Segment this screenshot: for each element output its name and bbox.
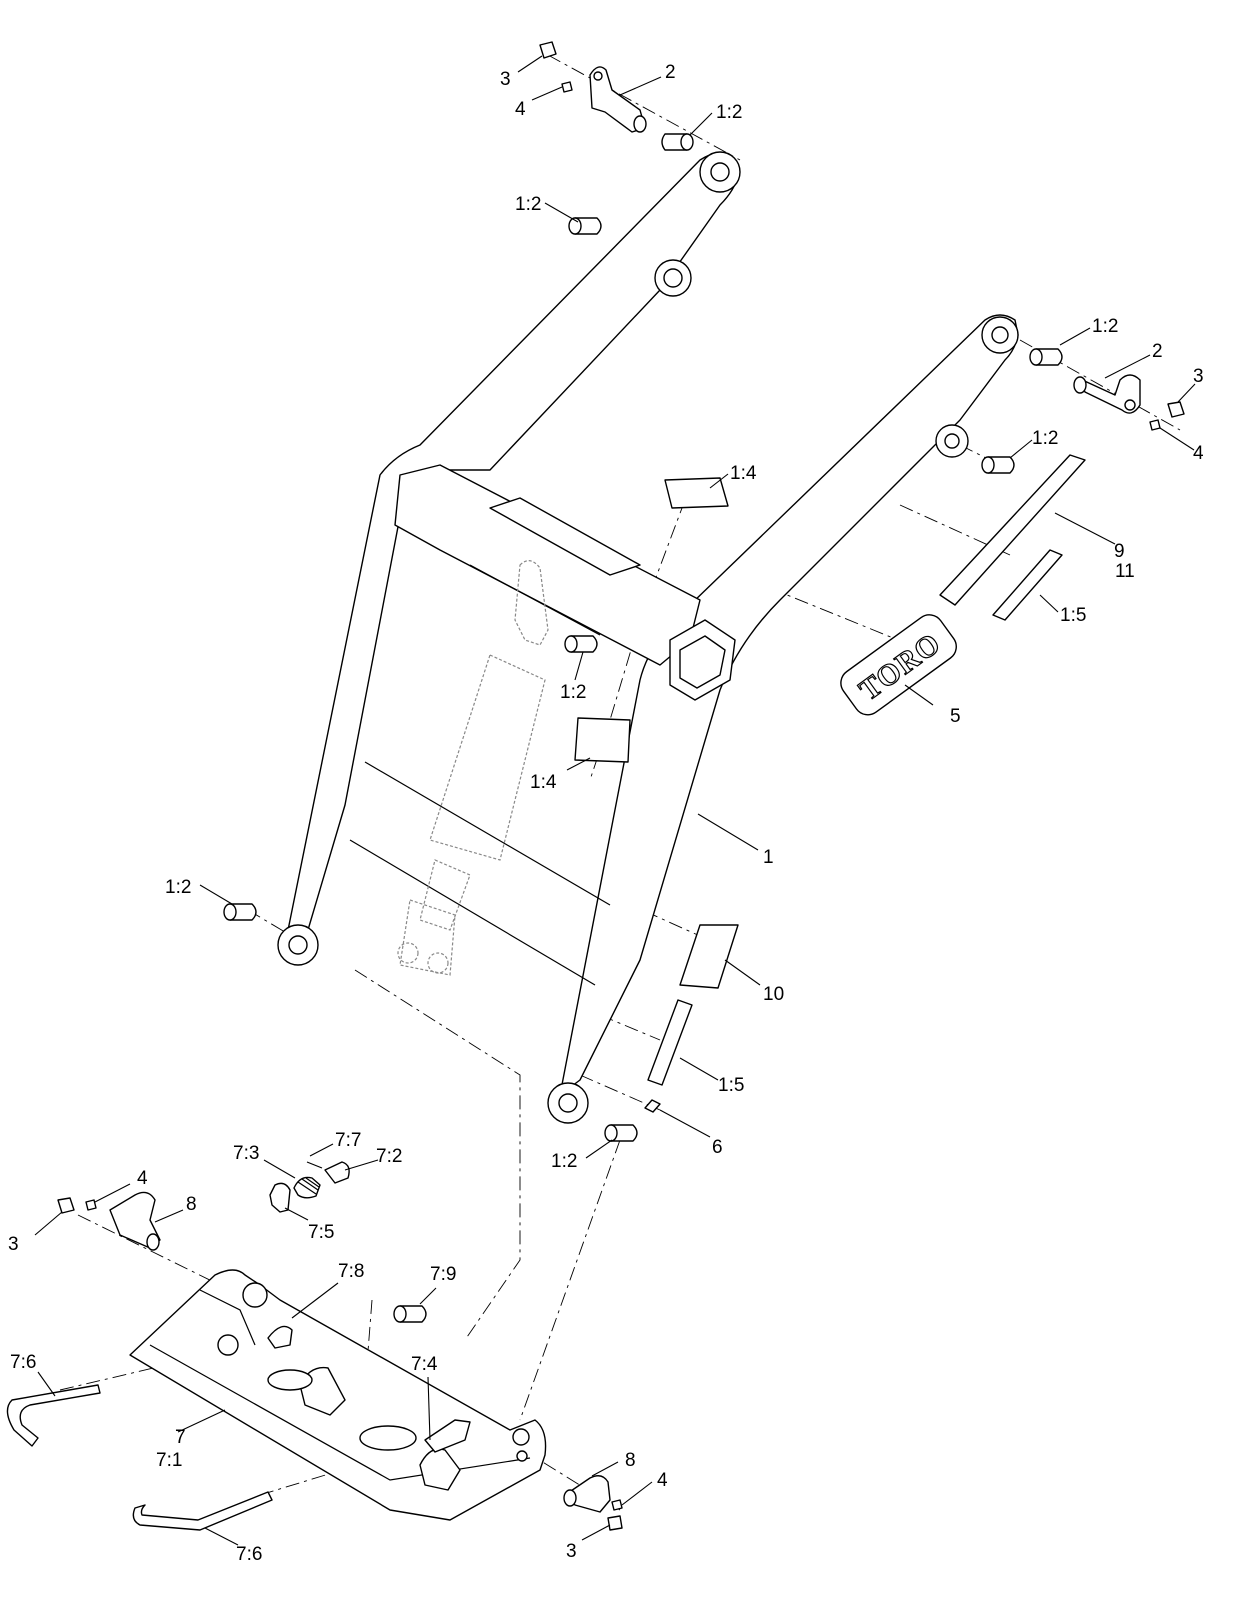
decal-6	[644, 1099, 661, 1113]
callout-6: 6	[712, 1137, 723, 1158]
callout-1-2-cylinder: 1:2	[560, 682, 586, 703]
pins-and-fittings	[539, 41, 1185, 431]
bushing-top	[661, 133, 694, 151]
callout-labels: 3 4 2 1:2 1:2 1:2 2 3 4 1:2 1:4 9 11 1:5…	[8, 62, 1204, 1565]
callout-7-6-bottom: 7:6	[236, 1544, 262, 1565]
callout-4-right: 4	[1193, 443, 1204, 464]
callout-1-2-upper-left: 1:2	[515, 194, 541, 215]
callout-3-lower-left: 3	[8, 1234, 19, 1255]
callout-4-lower-left: 4	[137, 1168, 148, 1189]
decals	[574, 454, 1086, 1113]
callout-8-left: 8	[186, 1194, 197, 1215]
callout-1-2-top: 1:2	[716, 102, 742, 123]
callout-1-4-top: 1:4	[730, 463, 757, 484]
callout-9: 9	[1114, 541, 1125, 562]
decal-10	[679, 924, 739, 989]
latch-parts	[269, 1161, 350, 1213]
callout-7: 7	[175, 1427, 186, 1448]
callout-7-8: 7:8	[338, 1261, 364, 1282]
callout-8-right: 8	[625, 1450, 636, 1471]
lower-pins	[57, 1191, 623, 1531]
decal-9-11	[939, 454, 1086, 606]
callout-4-lower-right: 4	[657, 1470, 668, 1491]
bushing-cylinder	[564, 635, 598, 653]
callout-1-2-right: 1:2	[1092, 316, 1118, 337]
callout-7-1: 7:1	[156, 1450, 182, 1471]
callout-10: 10	[763, 984, 784, 1005]
callout-7-4: 7:4	[411, 1354, 438, 1375]
decal-1-4-mid	[574, 717, 631, 763]
callout-1-5-lower: 1:5	[718, 1075, 744, 1096]
loader-arm	[277, 151, 1019, 1124]
bushing-right	[1029, 348, 1063, 366]
callout-1-4-mid: 1:4	[530, 772, 557, 793]
leader-lines	[34, 55, 1196, 1546]
callout-7-5: 7:5	[308, 1222, 334, 1243]
handles	[6, 1384, 273, 1531]
callout-5: 5	[950, 706, 961, 727]
bushings	[223, 133, 1063, 1323]
decal-1-5-right	[992, 549, 1063, 621]
bushing-upper-left	[568, 217, 602, 235]
callout-4-top: 4	[515, 99, 526, 120]
callout-7-2: 7:2	[376, 1146, 402, 1167]
bushing-bottom	[604, 1124, 638, 1142]
callout-3-lower-right: 3	[566, 1541, 577, 1562]
callout-11: 11	[1115, 561, 1135, 582]
callout-7-7: 7:7	[335, 1130, 361, 1151]
callout-2-top: 2	[665, 62, 676, 83]
callout-1-2-bottom: 1:2	[551, 1151, 577, 1172]
callout-7-3: 7:3	[233, 1143, 259, 1164]
quick-attach-plate	[129, 1269, 547, 1521]
bushing-7-9	[393, 1305, 427, 1323]
callout-3-right: 3	[1193, 366, 1204, 387]
callout-7-6-left: 7:6	[10, 1352, 36, 1373]
callout-2-right: 2	[1152, 341, 1163, 362]
decal-1-5-lower	[647, 999, 693, 1086]
callout-1-5-right: 1:5	[1060, 605, 1086, 626]
callout-1: 1	[763, 847, 774, 868]
decal-1-4-top	[664, 477, 729, 509]
callout-7-9: 7:9	[430, 1264, 456, 1285]
callout-3-top: 3	[500, 69, 511, 90]
bushing-left	[223, 903, 257, 921]
toro-decal: TORO	[840, 614, 957, 716]
bushing-mid-right	[981, 456, 1015, 474]
callout-1-2-mid-right: 1:2	[1032, 428, 1058, 449]
hydraulic-cylinder-ghost	[397, 560, 549, 976]
callout-1-2-left: 1:2	[165, 877, 191, 898]
